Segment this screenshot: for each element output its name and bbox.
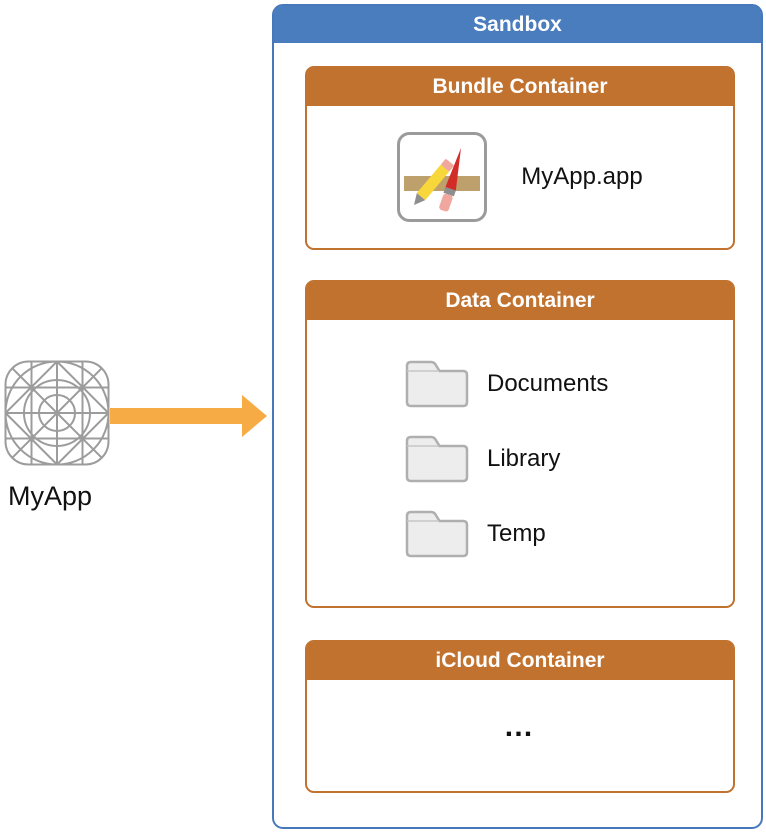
- folder-icon: [405, 435, 469, 483]
- folder-icon: [405, 510, 469, 558]
- bundle-container-box: Bundle Container MyApp.: [305, 66, 735, 250]
- folder-row-library: Library: [403, 433, 733, 485]
- sandbox-title: Sandbox: [274, 6, 761, 43]
- folder-row-temp: Temp: [403, 508, 733, 560]
- bundle-container-content: MyApp.app: [307, 106, 733, 248]
- folder-label: Documents: [487, 370, 609, 397]
- sandbox-box: Sandbox Bundle Container: [272, 4, 763, 829]
- icloud-container-box: iCloud Container …: [305, 640, 735, 793]
- brush-glyph: [439, 148, 462, 212]
- icloud-container-content: …: [307, 680, 733, 791]
- source-app-label: MyApp: [8, 481, 93, 511]
- xcode-app-icon: [397, 132, 488, 222]
- app-icon-grid-wireframe-icon: [4, 360, 110, 466]
- data-container-title: Data Container: [307, 282, 733, 320]
- folder-icon: [405, 360, 469, 408]
- data-container-content: Documents Library Temp: [307, 320, 733, 560]
- folder-label: Library: [487, 445, 561, 472]
- pencil-glyph: [414, 159, 454, 205]
- bundle-container-title: Bundle Container: [307, 68, 733, 106]
- folder-label: Temp: [487, 520, 546, 547]
- right-arrow-icon: [110, 395, 267, 437]
- ellipsis-placeholder: …: [503, 709, 537, 743]
- icloud-container-title: iCloud Container: [307, 642, 733, 680]
- folder-row-documents: Documents: [403, 358, 733, 410]
- data-container-box: Data Container Documents Library: [305, 280, 735, 608]
- bundle-item-label: MyApp.app: [521, 163, 643, 190]
